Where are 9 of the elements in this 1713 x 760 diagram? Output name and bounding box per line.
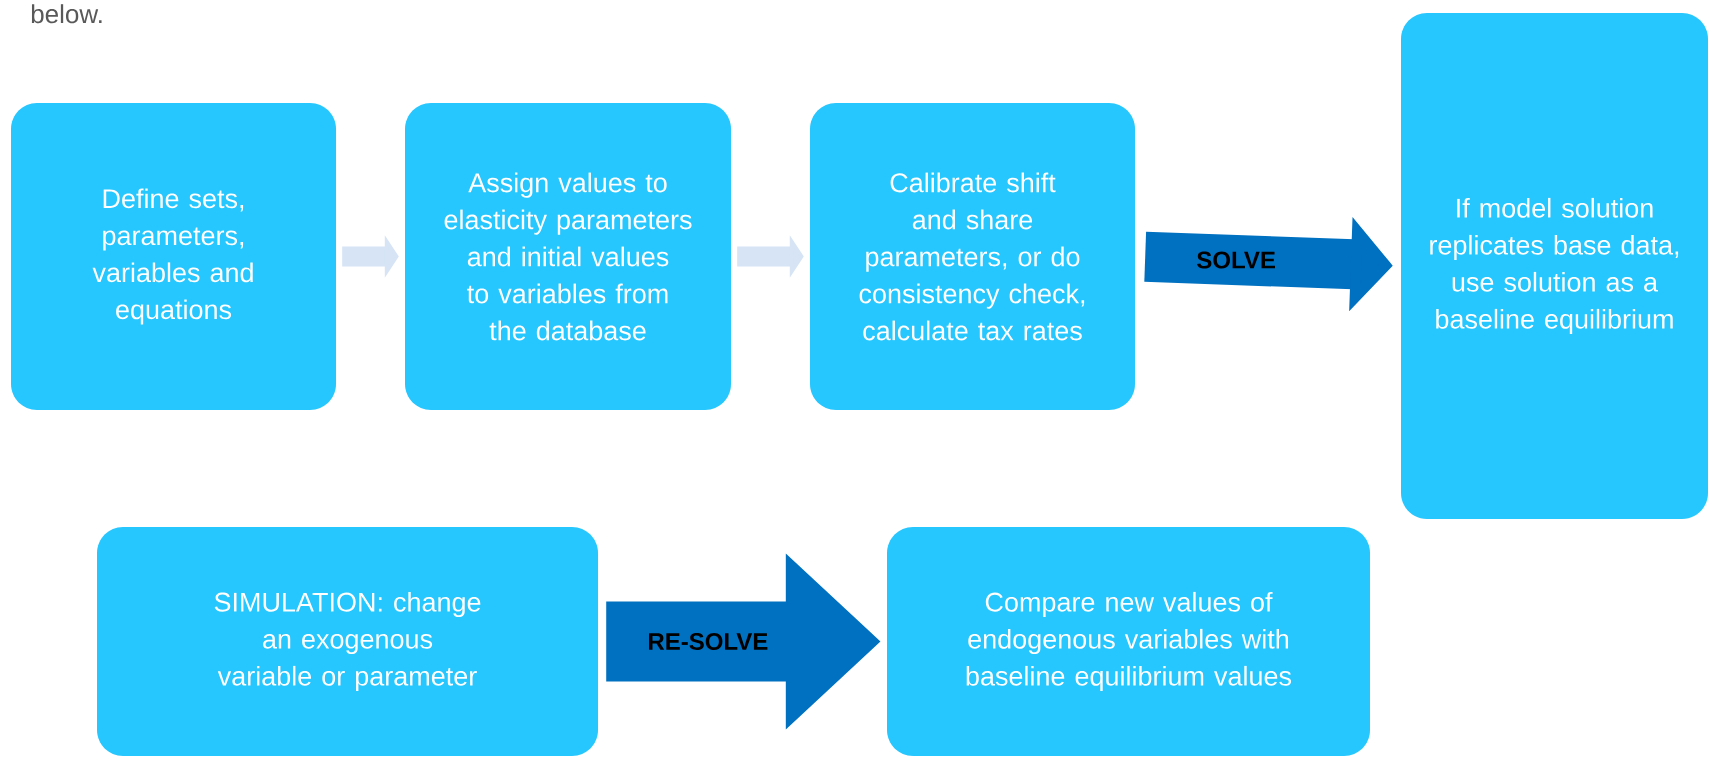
process-box: SIMULATION: change an exogenous variable or parameter bbox=[97, 527, 598, 756]
process-box: Calibrate shift and share parameters, or do consistency check, calculate tax rates bbox=[810, 103, 1135, 410]
heading-text: below. bbox=[31, 4, 102, 24]
process-box: Define sets, parameters, variables and equations bbox=[11, 103, 336, 410]
edge-label: RE-SOLVE bbox=[649, 633, 768, 650]
process-box: Compare new values of endogenous variables with baseline equilibrium values bbox=[887, 527, 1370, 756]
edge-label: SOLVE bbox=[1197, 251, 1275, 269]
process-box: Assign values to elasticity parameters and initial values to variables from the database bbox=[405, 103, 731, 410]
process-box: If model solution replicates base data, use solution as a baseline equilibrium bbox=[1401, 13, 1708, 519]
